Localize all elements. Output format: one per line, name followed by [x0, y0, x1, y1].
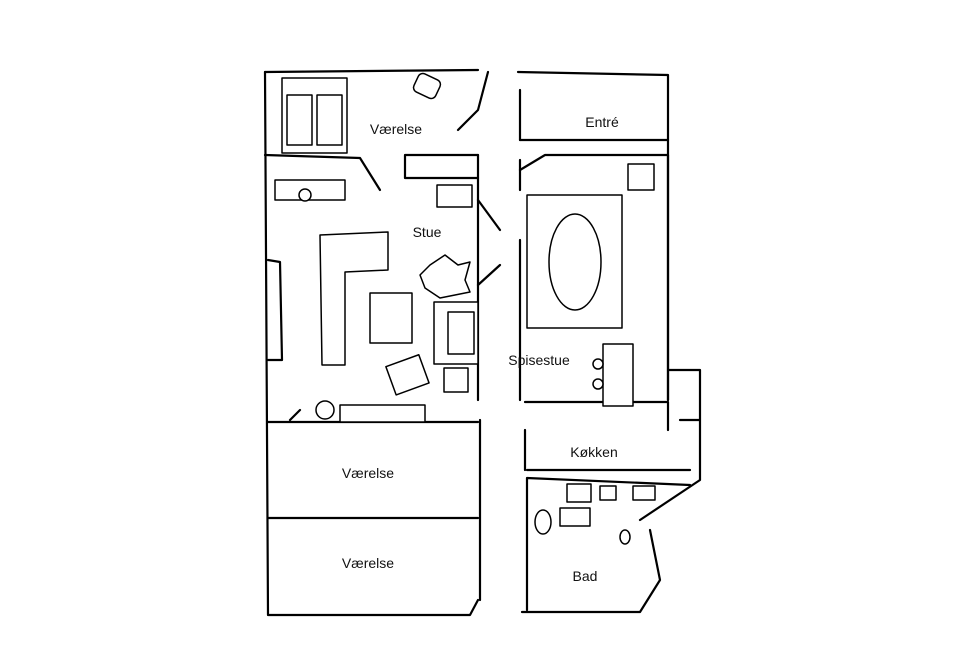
- bathroom-sink: [559, 507, 591, 527]
- pouf: [443, 367, 469, 393]
- room-label-vaerelse-bottom: Værelse: [341, 555, 395, 571]
- cabinet: [627, 163, 655, 191]
- coffee-table: [369, 292, 413, 344]
- room-label-stue: Stue: [412, 224, 442, 240]
- cushion: [385, 353, 430, 396]
- stool: [592, 358, 604, 370]
- corner-sofa: [319, 231, 389, 366]
- bed-pillow: [286, 94, 313, 146]
- walls: [263, 68, 702, 617]
- room-label-vaerelse-top: Værelse: [369, 121, 423, 137]
- bed-pillow: [316, 94, 343, 146]
- shower-drain: [619, 529, 631, 545]
- oven: [599, 485, 617, 501]
- room-label-bad: Bad: [572, 568, 598, 584]
- armchair-seat: [447, 311, 475, 355]
- stool: [592, 378, 604, 390]
- toilet: [534, 509, 552, 535]
- desk: [274, 179, 346, 201]
- room-label-kokken: Køkken: [570, 444, 618, 460]
- room-label-spisestue: Spisestue: [508, 352, 570, 368]
- room-label-vaerelse-middle: Værelse: [341, 465, 395, 481]
- chair: [412, 72, 442, 100]
- room-label-entre: Entré: [585, 114, 619, 130]
- side-table: [436, 184, 473, 208]
- plant: [419, 254, 471, 299]
- dining-table: [548, 213, 602, 311]
- desk-chair: [298, 188, 312, 202]
- furniture: [274, 72, 656, 545]
- kitchen-island: [602, 343, 634, 407]
- lamp: [315, 400, 335, 420]
- tv-bench: [339, 404, 426, 423]
- stove: [566, 483, 592, 503]
- kitchen-sink: [632, 485, 656, 501]
